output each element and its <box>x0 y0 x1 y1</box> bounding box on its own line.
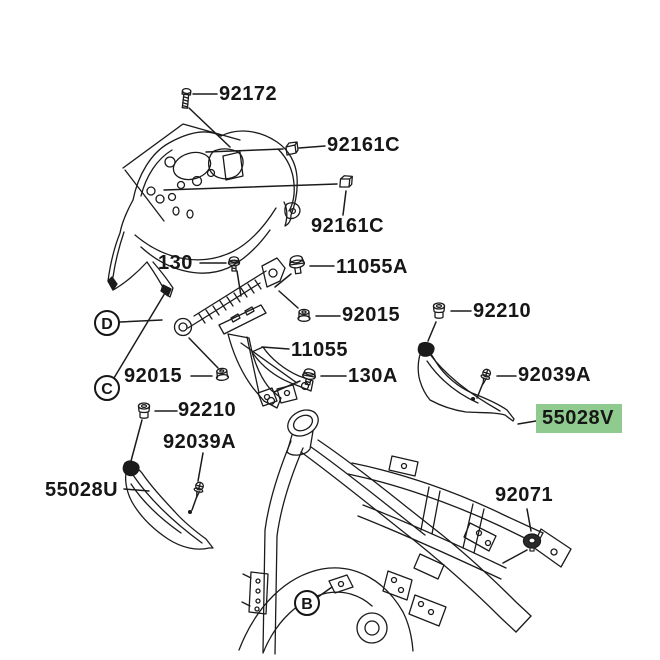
part-label-92210-left[interactable]: 92210 <box>178 399 237 421</box>
flange-nut-icon <box>298 309 310 321</box>
part-label-92071[interactable]: 92071 <box>495 484 554 506</box>
tapping-screw-icon <box>479 368 492 385</box>
rubber-grommet-icon <box>434 303 445 318</box>
callout-b: B <box>294 590 320 616</box>
flange-bolt-icon <box>301 368 316 386</box>
part-label-92039a-left[interactable]: 92039A <box>163 431 237 453</box>
damper-pad-icon <box>339 174 353 189</box>
callout-d: D <box>94 310 120 336</box>
meter-bracket-drawing <box>175 258 314 408</box>
part-label-130[interactable]: 130 <box>158 252 193 274</box>
part-label-92210-right[interactable]: 92210 <box>473 300 532 322</box>
part-label-55028u[interactable]: 55028U <box>45 479 119 501</box>
tapping-screw-icon <box>192 481 204 498</box>
rubber-damper-icon <box>524 534 541 551</box>
frame-drawing <box>239 385 571 654</box>
rubber-grommet-icon <box>139 403 150 418</box>
part-label-55028v-highlighted[interactable]: 55028V <box>536 404 622 433</box>
callout-c: C <box>94 375 120 401</box>
leader-lines <box>114 94 536 597</box>
flange-nut-icon <box>216 368 229 381</box>
side-cover-left-drawing <box>123 461 213 549</box>
part-label-92015-left[interactable]: 92015 <box>124 365 183 387</box>
part-label-92015-right[interactable]: 92015 <box>342 304 401 326</box>
part-label-92039a-right[interactable]: 92039A <box>518 364 592 386</box>
part-label-130a[interactable]: 130A <box>348 365 398 387</box>
part-label-92161c-upper[interactable]: 92161C <box>327 134 401 156</box>
flange-bolt-icon <box>229 257 240 271</box>
side-cover-right-drawing <box>418 343 514 421</box>
part-label-11055a[interactable]: 11055A <box>336 256 408 278</box>
flange-bolt-icon <box>289 255 306 275</box>
machine-screw-icon <box>181 88 191 108</box>
damper-pad-icon <box>286 142 298 155</box>
part-label-92172[interactable]: 92172 <box>219 83 278 105</box>
part-label-11055[interactable]: 11055 <box>291 339 349 361</box>
part-label-92161c-lower[interactable]: 92161C <box>311 215 385 237</box>
